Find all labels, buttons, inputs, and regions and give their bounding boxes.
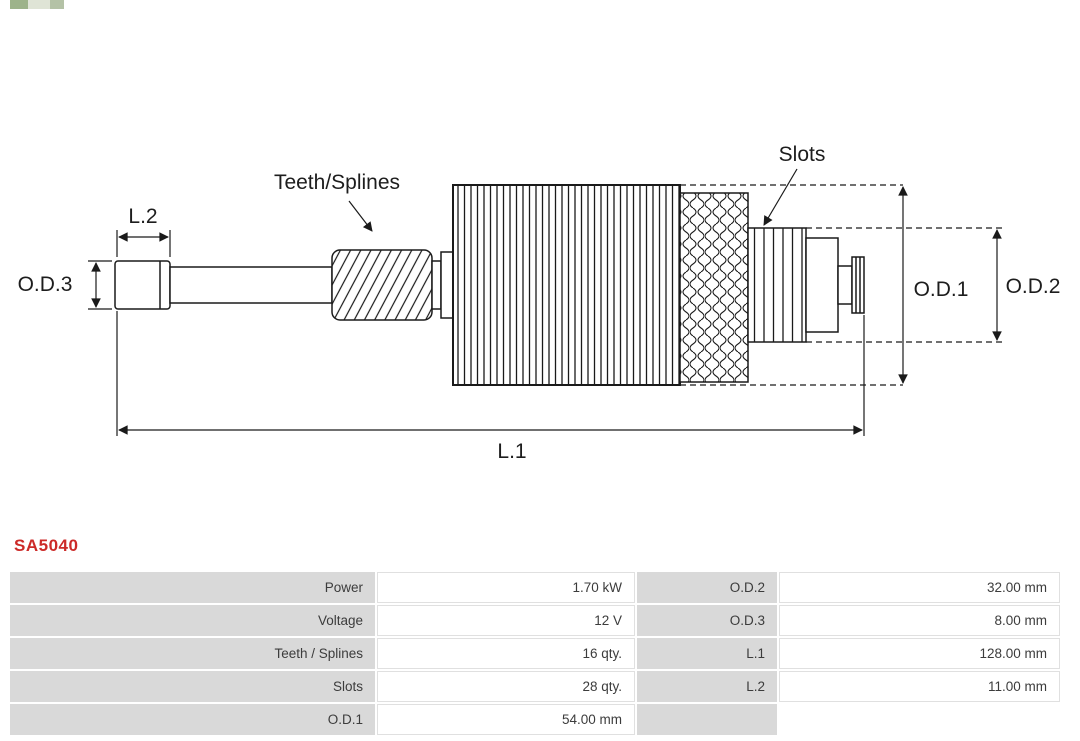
- spec-label: Slots: [10, 671, 375, 702]
- spec-value: 54.00 mm: [377, 704, 635, 735]
- spec-value: 12 V: [377, 605, 635, 636]
- armature-technical-drawing: Teeth/Splines Slots L.2 O.D.3 O.D.1 O.D.…: [18, 143, 1061, 463]
- spec-label: L.1: [637, 638, 777, 669]
- brand-logo-segment: [50, 0, 64, 9]
- shaft-left-end: [114, 260, 171, 310]
- spec-label: Power: [10, 572, 375, 603]
- shaft-right-bearing: [805, 237, 839, 333]
- spec-value: [779, 704, 1060, 735]
- armature-core: [452, 184, 681, 386]
- armature-body: [114, 184, 865, 386]
- dimension-labels: Teeth/Splines Slots L.2 O.D.3 O.D.1 O.D.…: [18, 143, 1061, 463]
- brand-logo: [10, 0, 64, 9]
- od1-label: O.D.1: [914, 278, 969, 301]
- table-row: Voltage 12 V O.D.3 8.00 mm: [10, 605, 1060, 636]
- spec-value: 1.70 kW: [377, 572, 635, 603]
- brand-logo-segment: [28, 0, 50, 9]
- dimension-lines: [88, 168, 1002, 436]
- l2-label: L.2: [128, 205, 157, 228]
- winding-section: [679, 192, 749, 383]
- teeth-splines-label: Teeth/Splines: [274, 171, 400, 194]
- od3-label: O.D.3: [18, 273, 73, 296]
- shaft-right-stub: [837, 265, 853, 305]
- spec-value: 8.00 mm: [779, 605, 1060, 636]
- spec-label: O.D.2: [637, 572, 777, 603]
- teeth-splines-callout-arrow: [348, 200, 373, 232]
- spec-label: O.D.1: [10, 704, 375, 735]
- spec-table: Power 1.70 kW O.D.2 32.00 mm Voltage 12 …: [8, 570, 1062, 737]
- spec-label: [637, 704, 777, 735]
- brand-logo-segment: [10, 0, 28, 9]
- od2-label: O.D.2: [1006, 275, 1061, 298]
- part-number: SA5040: [14, 536, 79, 555]
- commutator: [747, 227, 807, 343]
- spec-value: 32.00 mm: [779, 572, 1060, 603]
- spec-value: 11.00 mm: [779, 671, 1060, 702]
- slots-label: Slots: [779, 143, 826, 166]
- spec-value: 28 qty.: [377, 671, 635, 702]
- table-row: O.D.1 54.00 mm: [10, 704, 1060, 735]
- shaft-right-end: [851, 256, 865, 314]
- collar-ring-large: [440, 251, 454, 319]
- table-row: Slots 28 qty. L.2 11.00 mm: [10, 671, 1060, 702]
- spec-label: L.2: [637, 671, 777, 702]
- spec-label: Teeth / Splines: [10, 638, 375, 669]
- spline-section: [331, 249, 433, 321]
- l1-label: L.1: [497, 440, 526, 463]
- spec-label: Voltage: [10, 605, 375, 636]
- collar-ring-small: [431, 260, 442, 310]
- spec-value: 16 qty.: [377, 638, 635, 669]
- dimension-reference-lines: [680, 184, 1002, 386]
- slots-callout-arrow: [763, 168, 798, 226]
- spec-value: 128.00 mm: [779, 638, 1060, 669]
- shaft: [169, 266, 333, 304]
- table-row: Teeth / Splines 16 qty. L.1 128.00 mm: [10, 638, 1060, 669]
- table-row: Power 1.70 kW O.D.2 32.00 mm: [10, 572, 1060, 603]
- spec-label: O.D.3: [637, 605, 777, 636]
